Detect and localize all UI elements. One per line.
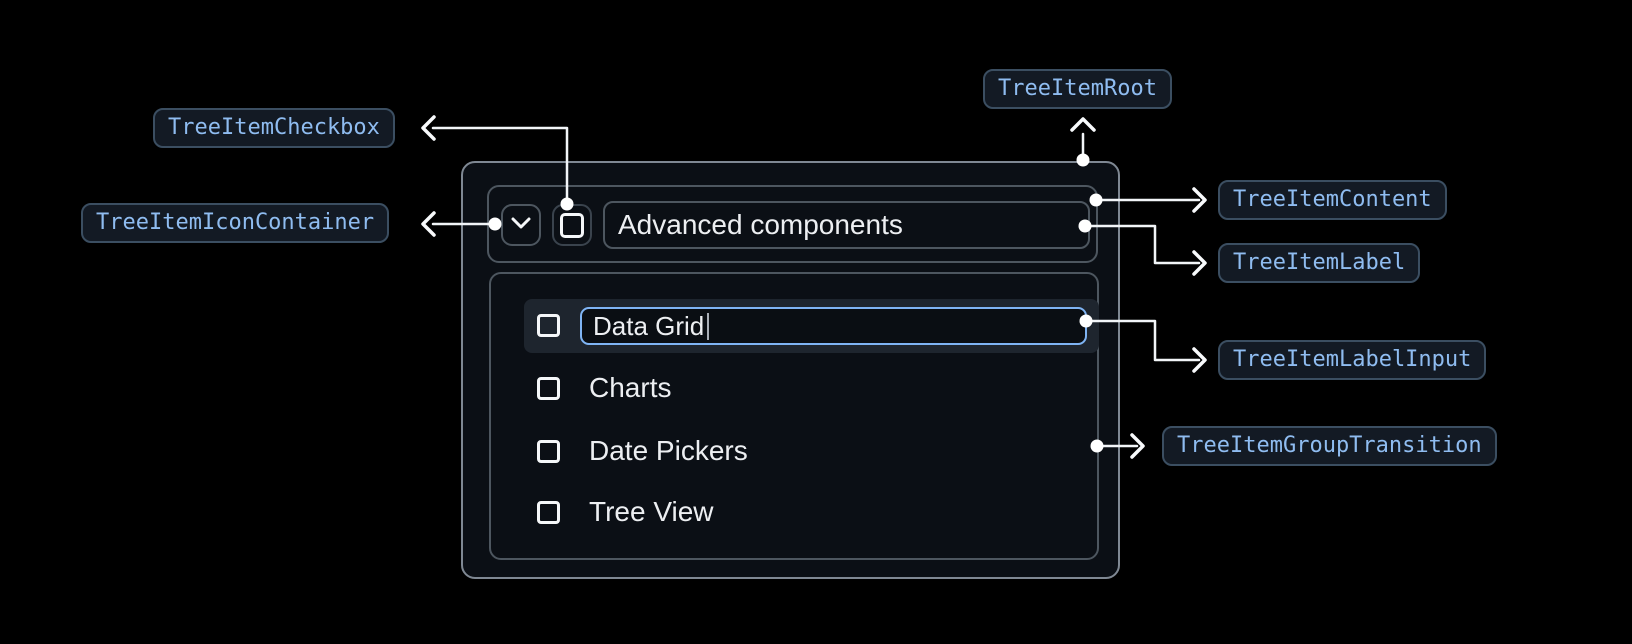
anatomy-badge-tree-item-checkbox: TreeItemCheckbox xyxy=(153,108,395,148)
connector-tree-item-root xyxy=(1070,117,1096,167)
child-item-label: Date Pickers xyxy=(589,435,748,466)
tree-item-root: Advanced components Data Grid Charts Dat… xyxy=(461,161,1120,579)
anatomy-badge-tree-item-root: TreeItemRoot xyxy=(983,69,1172,109)
anatomy-badge-tree-item-group-transition: TreeItemGroupTransition xyxy=(1162,426,1497,466)
checkbox-outline-icon[interactable] xyxy=(537,376,560,400)
label-input-value: Data Grid xyxy=(593,310,705,341)
tree-item-label[interactable]: Advanced components xyxy=(603,201,1090,249)
text-caret xyxy=(707,312,710,340)
tree-item-icon-container[interactable] xyxy=(501,204,541,246)
chevron-down-icon xyxy=(511,216,531,234)
tree-item-checkbox[interactable] xyxy=(552,204,592,246)
tree-child-row-edited[interactable]: Data Grid xyxy=(524,299,1099,353)
tree-child-row[interactable]: Charts xyxy=(537,372,672,403)
checkbox-outline-icon[interactable] xyxy=(537,500,560,524)
tree-item-content[interactable]: Advanced components xyxy=(487,185,1098,263)
parent-item-label: Advanced components xyxy=(618,209,903,240)
anatomy-badge-tree-item-label-input: TreeItemLabelInput xyxy=(1218,340,1487,380)
child-item-label: Tree View xyxy=(589,496,714,527)
checkbox-outline-icon[interactable] xyxy=(537,314,560,337)
tree-item-group-transition: Data Grid Charts Date Pickers Tree View xyxy=(489,272,1099,560)
tree-item-label-input[interactable]: Data Grid xyxy=(580,307,1087,345)
tree-child-row[interactable]: Tree View xyxy=(537,496,714,527)
anatomy-badge-tree-item-label: TreeItemLabel xyxy=(1218,243,1421,283)
checkbox-outline-icon[interactable] xyxy=(537,439,560,463)
tree-child-row[interactable]: Date Pickers xyxy=(537,435,748,466)
checkbox-outline-icon xyxy=(560,212,584,238)
child-item-label: Charts xyxy=(589,372,672,403)
anatomy-badge-tree-item-icon-container: TreeItemIconContainer xyxy=(81,203,390,243)
anatomy-badge-tree-item-content: TreeItemContent xyxy=(1218,180,1447,220)
